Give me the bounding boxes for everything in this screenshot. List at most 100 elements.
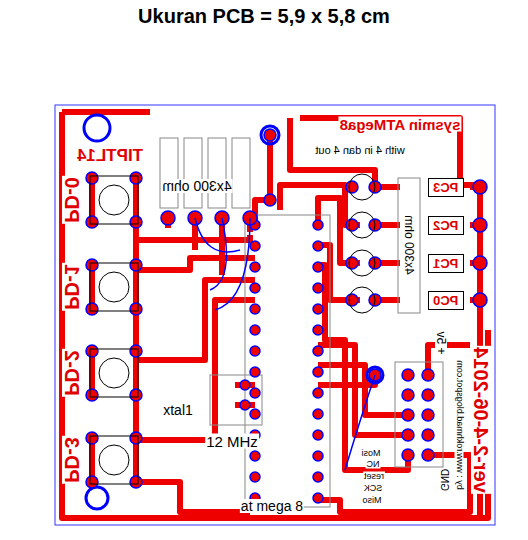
pin-box: PC3 — [428, 178, 464, 197]
board-outline — [55, 105, 495, 525]
pcb-shape — [395, 362, 443, 467]
pin-name: PC0 — [433, 294, 458, 307]
pcb-shape — [130, 432, 142, 444]
pcb-shape — [86, 487, 108, 509]
pcb-shape — [90, 176, 138, 224]
pcb-shape — [90, 436, 138, 484]
pcb-shape — [313, 409, 323, 419]
pin-name: PD-1 — [62, 263, 82, 311]
signal-name: Mosi — [360, 449, 381, 458]
pcb-shape — [136, 258, 255, 270]
pcb-shape — [380, 187, 400, 300]
pcb-shape — [130, 303, 142, 315]
pcb-shape — [261, 126, 279, 144]
pin-name: PD-3 — [62, 436, 82, 484]
pcb-shape — [473, 180, 487, 194]
pcb-shape — [422, 449, 434, 461]
pcb-shape — [398, 178, 420, 313]
pcb-shape — [250, 325, 260, 335]
pcb-shape — [130, 259, 142, 271]
copper-traces — [62, 112, 488, 520]
pin-name: PD-2 — [62, 349, 82, 397]
pcb-shape — [208, 138, 226, 208]
pcb-shape — [99, 358, 129, 388]
pcb-shape — [422, 369, 434, 381]
version-label: ver-2-4-06-2014 — [471, 346, 491, 494]
mounting-holes — [84, 115, 383, 509]
pcb-shape — [215, 218, 250, 310]
leds — [349, 174, 375, 313]
pcb-shape — [240, 400, 250, 410]
title: Ukuran PCB = 5,9 x 5,8 cm — [137, 6, 391, 26]
pcb-shape — [349, 287, 375, 313]
pcb-shape — [313, 304, 323, 314]
pcb-shape — [250, 388, 260, 398]
pcb-shape — [130, 389, 142, 401]
pcb-shape — [130, 172, 142, 184]
pcb-shape — [313, 367, 323, 377]
pcb-shape — [313, 451, 323, 461]
pcb-shape — [99, 445, 129, 475]
pcb-shape — [313, 472, 323, 482]
pcb-shape — [99, 272, 129, 302]
jumper-wires — [195, 218, 375, 470]
pcb-shape — [62, 112, 488, 518]
pcb-shape — [313, 388, 323, 398]
pcb-shape — [402, 409, 414, 421]
signal-name: Miso — [361, 496, 382, 505]
pcb-shape — [313, 283, 323, 293]
pcb-shape — [250, 283, 260, 293]
pcb-shape — [313, 430, 323, 440]
pin-name: PC3 — [433, 181, 458, 194]
push-buttons — [90, 176, 138, 484]
pcb-shape — [136, 300, 255, 440]
pcb-shape — [161, 211, 175, 225]
pcb-shape — [250, 472, 260, 482]
pcb-shape — [349, 212, 375, 238]
pcb-shape — [86, 389, 98, 401]
pcb-shape — [210, 375, 262, 425]
pcb-shape — [136, 178, 250, 512]
pcb-shape — [84, 115, 110, 141]
pcb-shape — [90, 263, 138, 311]
signal-name: NC — [366, 460, 381, 469]
pcb-shape — [346, 181, 358, 193]
board-code: TIPTL14 — [76, 147, 144, 164]
pcb-shape — [346, 294, 358, 306]
pcb-shape — [422, 409, 434, 421]
pcb-shape — [250, 241, 260, 251]
pcb-shape — [160, 138, 178, 208]
signal-name: + 5v — [435, 330, 447, 355]
pcb-shape — [300, 118, 480, 520]
pcb-shape — [349, 250, 375, 276]
pcb-shape — [245, 215, 330, 507]
pcb-shape — [346, 219, 358, 231]
pcb-shape — [313, 493, 323, 503]
pads — [86, 129, 487, 503]
pcb-shape — [90, 349, 138, 397]
pcb-shape — [402, 369, 414, 381]
pcb-shape — [195, 218, 240, 252]
pcb-shape — [99, 185, 129, 215]
pcb-shape — [402, 389, 414, 401]
pin-name: PC1 — [433, 257, 458, 270]
pcb-shape — [264, 129, 276, 141]
pcb-shape — [250, 451, 260, 461]
pcb-shape — [250, 367, 260, 377]
pcb-shape — [184, 138, 202, 208]
pcb-shape — [313, 325, 323, 335]
pcb-shape — [470, 187, 480, 300]
pcb-shape — [86, 476, 98, 488]
pcb-shape — [313, 220, 323, 230]
pcb-shape — [250, 409, 260, 419]
pcb-shape — [313, 262, 323, 272]
pcb-shape — [473, 256, 487, 270]
pcb-shape — [255, 135, 270, 225]
pcb-shape — [232, 138, 250, 208]
pcb-shape — [264, 194, 276, 206]
pcb-shape — [210, 218, 226, 290]
pcb-shape — [250, 262, 260, 272]
pcb-shape — [240, 380, 250, 390]
pin-name: PD-0 — [62, 176, 82, 224]
